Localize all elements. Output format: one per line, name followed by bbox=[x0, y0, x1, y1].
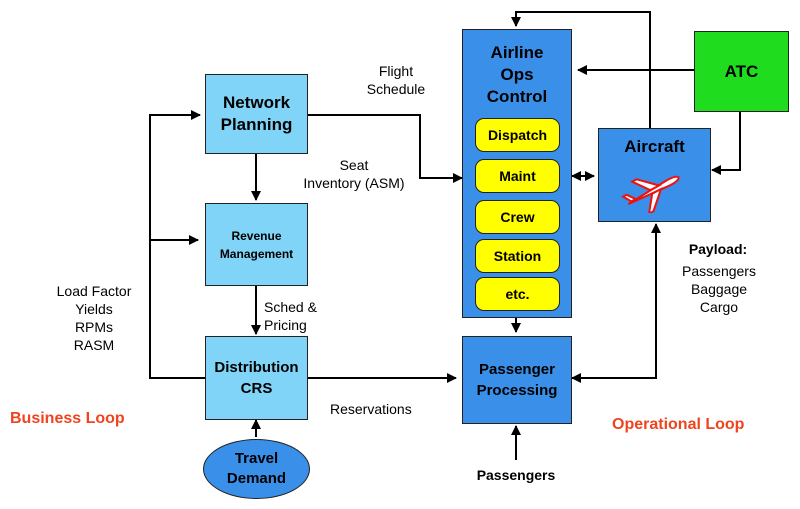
operational-loop-label: Operational Loop bbox=[612, 416, 745, 433]
arrow-pax-aircraft bbox=[571, 223, 661, 383]
network-planning-box[interactable]: Network Planning bbox=[205, 74, 308, 154]
label-payload-items: Passengers Baggage Cargo bbox=[682, 263, 756, 315]
airline-ops-control-box[interactable]: Airline Ops Control Dispatch Maint Crew … bbox=[462, 29, 572, 318]
arrow-atc-to-aircraft bbox=[711, 112, 741, 175]
label-seat-inventory: Seat Inventory (ASM) bbox=[303, 157, 405, 191]
airline-ops-control-title: Airline Ops Control bbox=[486, 43, 548, 106]
aircraft-box[interactable]: Aircraft bbox=[598, 128, 711, 222]
label-passengers: Passengers bbox=[476, 467, 556, 483]
business-loop-label: Business Loop bbox=[10, 410, 125, 427]
ops-item-dispatch[interactable]: Dispatch bbox=[475, 118, 560, 152]
passenger-processing-box[interactable]: Passenger Processing bbox=[462, 336, 572, 424]
ops-item-crew[interactable]: Crew bbox=[475, 200, 560, 234]
ops-item-etc[interactable]: etc. bbox=[475, 277, 560, 311]
label-load-factor: Load Factor Yields RPMs RASM bbox=[56, 283, 132, 353]
label-flight-schedule: Flight Schedule bbox=[366, 63, 426, 97]
ops-item-maint[interactable]: Maint bbox=[475, 159, 560, 193]
aircraft-title: Aircraft bbox=[624, 137, 685, 156]
arrow-np-to-ops bbox=[308, 114, 463, 183]
airplane-icon bbox=[621, 175, 680, 213]
travel-demand-ellipse[interactable]: Travel Demand bbox=[203, 439, 310, 499]
ops-item-station[interactable]: Station bbox=[475, 239, 560, 273]
distribution-crs-box[interactable]: Distribution CRS bbox=[205, 336, 308, 420]
label-reservations: Reservations bbox=[330, 401, 412, 417]
label-payload-title: Payload: bbox=[688, 241, 748, 257]
revenue-management-box[interactable]: Revenue Management bbox=[205, 203, 308, 286]
label-sched-pricing: Sched & Pricing bbox=[264, 299, 317, 333]
feedback-loop-line bbox=[149, 110, 206, 379]
atc-box[interactable]: ATC bbox=[694, 31, 789, 112]
